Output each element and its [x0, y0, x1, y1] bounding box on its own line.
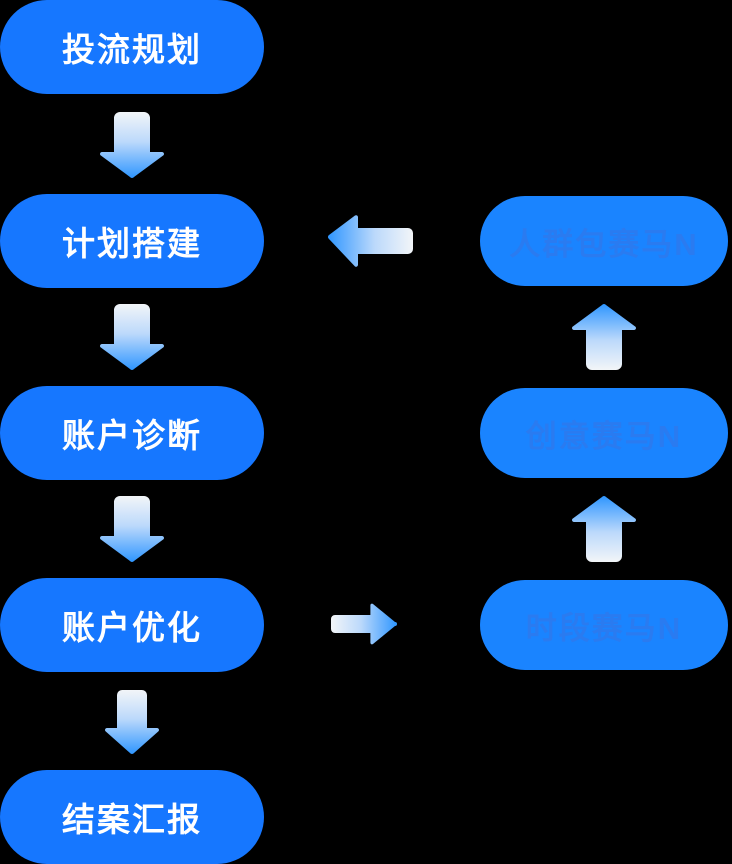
node-jiean-huibao[interactable]: 结案汇报: [0, 770, 264, 864]
arrow-down-3: [96, 492, 168, 564]
node-label: 计划搭建: [62, 225, 202, 262]
node-zhanghu-youhua[interactable]: 账户优化: [0, 578, 264, 672]
arrow-down-1: [96, 108, 168, 180]
node-label: 结案汇报: [62, 801, 202, 838]
node-label: 账户诊断: [62, 417, 202, 454]
arrow-right-1: [330, 601, 398, 647]
arrow-up-2: [568, 494, 640, 566]
node-chuangyi-saima[interactable]: 创意赛马N: [480, 388, 728, 478]
node-renqunbao-saima[interactable]: 人群包赛马N: [480, 196, 728, 286]
node-zhanghu-zhenduan[interactable]: 账户诊断: [0, 386, 264, 480]
node-shiduan-saima[interactable]: 时段赛马N: [480, 580, 728, 670]
node-label: 时段赛马N: [525, 610, 683, 646]
node-label: 账户优化: [62, 609, 202, 646]
node-label: 创意赛马N: [525, 418, 683, 454]
arrow-down-4: [100, 686, 164, 756]
arrow-up-1: [568, 302, 640, 374]
arrow-down-2: [96, 300, 168, 372]
node-jihua-dajian[interactable]: 计划搭建: [0, 194, 264, 288]
arrow-left-1: [326, 212, 414, 270]
node-label: 投流规划: [62, 31, 202, 68]
node-toulu-guihua[interactable]: 投流规划: [0, 0, 264, 94]
node-label: 人群包赛马N: [509, 226, 699, 262]
